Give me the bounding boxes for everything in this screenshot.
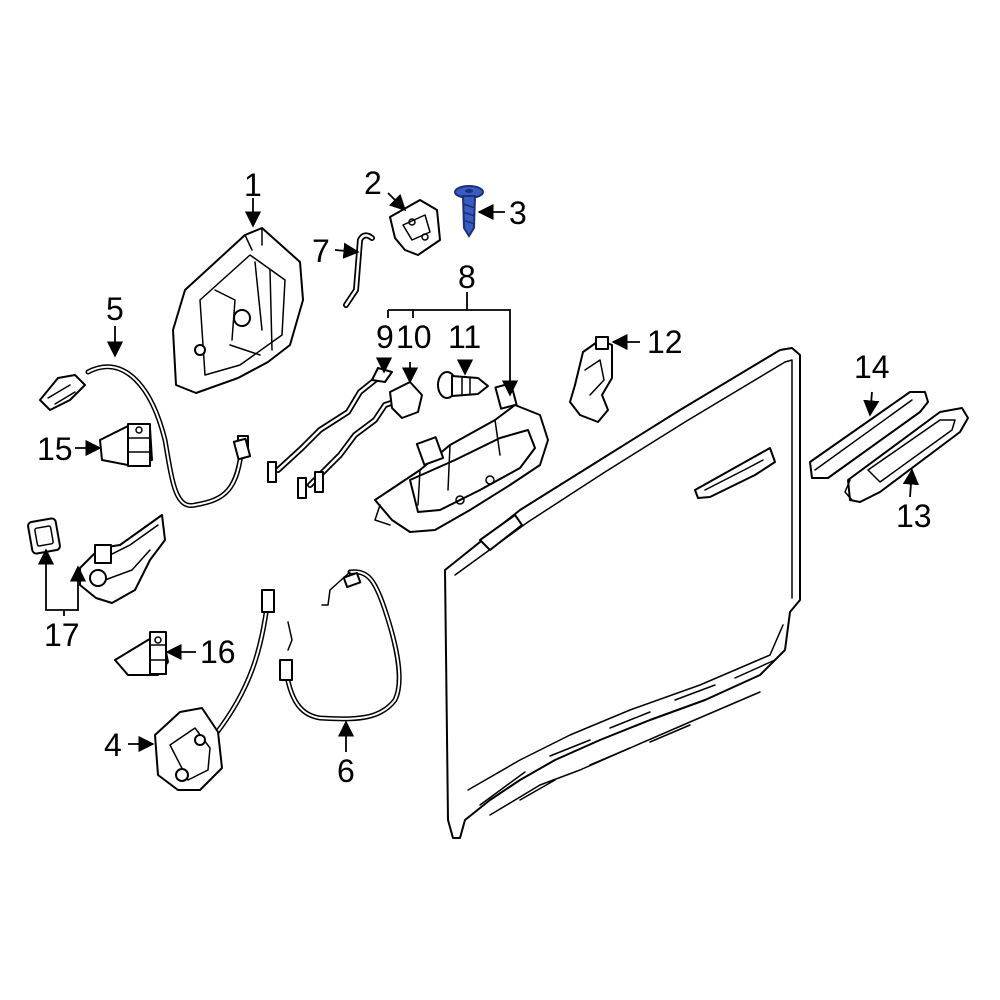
part-15-hinge[interactable] [99, 423, 153, 467]
label-15: 15 [37, 431, 73, 467]
label-17: 17 [44, 617, 80, 653]
label-11: 11 [448, 319, 481, 355]
part-5-cable[interactable] [39, 364, 252, 508]
part-4-latch[interactable] [154, 589, 275, 791]
label-13: 13 [896, 498, 932, 534]
label-7: 7 [312, 233, 330, 269]
label-9: 9 [376, 319, 394, 355]
leader-lines [37, 192, 920, 753]
door-panel [444, 347, 801, 839]
part-1-door-latch[interactable] [172, 227, 304, 451]
part-11-clip[interactable] [437, 371, 489, 399]
part-17-door-check[interactable] [27, 514, 166, 604]
label-5: 5 [106, 291, 124, 327]
part-3-bolt-highlighted[interactable] [454, 185, 484, 238]
part-14-trim[interactable] [809, 391, 929, 479]
part-7-rod[interactable] [343, 232, 375, 308]
label-16: 16 [200, 634, 236, 670]
label-6: 6 [337, 753, 355, 789]
part-8-handle-carrier[interactable] [374, 382, 549, 533]
label-12: 12 [647, 324, 683, 360]
part-13-handle-cover[interactable] [844, 407, 969, 503]
part-12-bracket[interactable] [569, 336, 613, 423]
label-2: 2 [364, 165, 382, 201]
label-3: 3 [509, 195, 527, 231]
label-1: 1 [244, 167, 262, 203]
label-4: 4 [104, 727, 122, 763]
label-10: 10 [396, 319, 432, 355]
part-16-hinge[interactable] [114, 631, 169, 676]
part-2-striker[interactable] [389, 199, 441, 256]
part-6-cable[interactable] [279, 569, 402, 722]
label-8: 8 [458, 259, 476, 295]
label-14: 14 [854, 349, 890, 385]
